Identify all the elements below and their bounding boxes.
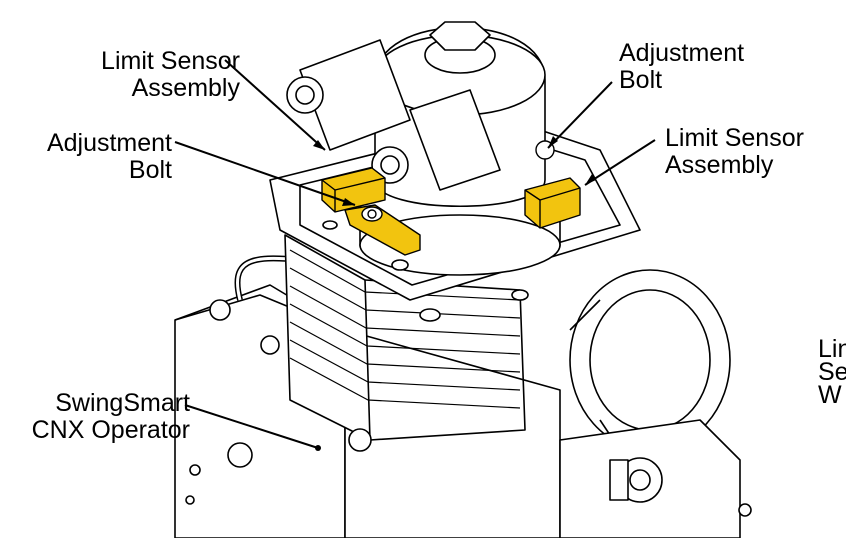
label-limit-sensor-left: Limit Sensor Assembly [20,48,240,102]
limit-sensor-left-shape [321,167,386,213]
adjustment-bolt-left-shape [367,209,377,219]
label-limit-sensor-right-line1: Limit Sensor [665,124,804,152]
label-adjustment-bolt-right: Adjustment Bolt [619,40,744,94]
label-limit-sensor-left-line2: Assembly [131,74,240,102]
leader-adjustment-bolt-left [174,141,356,206]
limit-sensor-right-shape [524,177,581,229]
label-cut-off-line1: Lin [818,335,846,363]
leader-limit-sensor-right [584,139,656,186]
label-adjustment-bolt-left: Adjustment Bolt [0,130,172,184]
label-operator-line2: CNX Operator [31,416,190,444]
cooling-fins [289,249,521,409]
label-cut-off: Lin Se W [818,335,846,409]
label-adjustment-bolt-left-line2: Bolt [128,156,172,184]
label-cut-off-line2: Se [818,358,846,386]
leader-adjustment-bolt-right [547,81,613,149]
label-operator: SwingSmart CNX Operator [0,390,190,444]
label-limit-sensor-right-line2: Assembly [665,151,774,179]
leader-operator [184,404,319,449]
label-adjustment-bolt-right-line2: Bolt [619,66,663,94]
label-operator-line1: SwingSmart [55,389,190,417]
label-cut-off-line3: W [818,381,842,409]
label-limit-sensor-left-line1: Limit Sensor [101,47,240,75]
label-adjustment-bolt-right-line1: Adjustment [619,39,745,67]
swing-arm [299,39,411,151]
label-limit-sensor-right: Limit Sensor Assembly [665,125,804,179]
top-bolt [429,21,491,51]
leader-limit-sensor-left [224,59,326,151]
label-adjustment-bolt-left-line1: Adjustment [46,129,172,157]
